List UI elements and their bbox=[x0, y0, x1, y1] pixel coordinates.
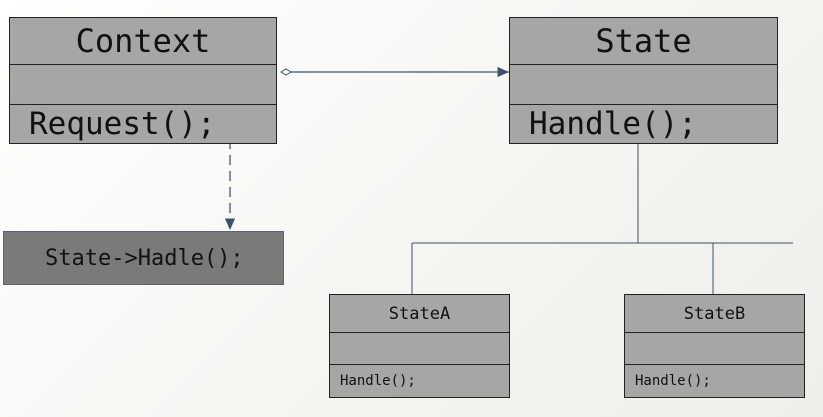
state-b-operation: Handle(); bbox=[635, 373, 711, 389]
state-a-operation: Handle(); bbox=[340, 373, 416, 389]
state-class-name: State bbox=[510, 18, 777, 65]
context-class-name: Context bbox=[10, 18, 276, 65]
context-operation: Request(); bbox=[29, 106, 216, 142]
state-b-attributes-section bbox=[625, 333, 804, 365]
context-attributes-section bbox=[10, 65, 276, 105]
state-operation: Handle(); bbox=[529, 106, 697, 142]
state-b-class-box[interactable]: StateB Handle(); bbox=[624, 294, 805, 398]
note-box[interactable]: State->Hadle(); bbox=[3, 231, 284, 285]
state-b-class-name: StateB bbox=[625, 295, 804, 333]
aggregation-connector bbox=[280, 66, 509, 78]
state-a-class-name: StateA bbox=[330, 295, 509, 333]
aggregation-diamond bbox=[280, 68, 292, 76]
context-class-box[interactable]: Context Request(); bbox=[9, 17, 277, 144]
note-text: State->Hadle(); bbox=[45, 245, 244, 271]
state-attributes-section bbox=[510, 65, 777, 105]
state-class-box[interactable]: State Handle(); bbox=[509, 17, 778, 144]
state-a-class-box[interactable]: StateA Handle(); bbox=[329, 294, 510, 398]
state-a-attributes-section bbox=[330, 333, 509, 365]
inheritance-connector bbox=[411, 144, 793, 294]
